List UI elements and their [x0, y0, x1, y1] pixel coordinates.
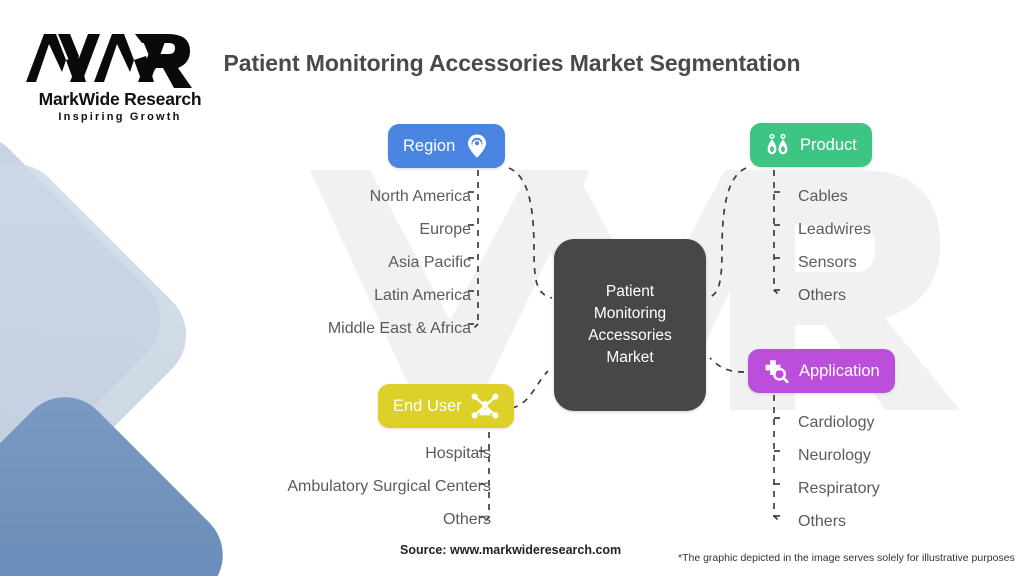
branch-badge-end-user[interactable]: End User [378, 384, 514, 428]
branch-item[interactable]: Neurology [798, 447, 871, 464]
branch-item[interactable]: Hospitals [425, 445, 491, 462]
branch-item[interactable]: Cables [798, 188, 848, 205]
branch-badge-region[interactable]: Region [388, 124, 506, 168]
branch-badge-application[interactable]: Application [748, 349, 895, 393]
disclaimer-label: *The graphic depicted in the image serve… [678, 552, 1015, 564]
branch-item[interactable]: Cardiology [798, 414, 875, 431]
branch-label-application: Application [799, 361, 880, 380]
branch-label-product: Product [800, 135, 857, 154]
branch-label-region: Region [403, 136, 456, 155]
mwr-monogram-icon [26, 34, 192, 88]
center-node[interactable]: Patient Monitoring Accessories Market [554, 239, 706, 411]
branch-item[interactable]: Others [798, 513, 847, 530]
center-node-label: Patient Monitoring Accessories Market [588, 283, 672, 366]
branch-items-end-user: Hospitals Ambulatory Surgical Centers Ot… [287, 437, 491, 536]
brand-tagline: Inspiring Growth [58, 111, 182, 123]
plus-magnifier-icon [765, 360, 789, 384]
branch-item[interactable]: Latin America [374, 287, 471, 304]
branch-items-application: Cardiology Neurology Respiratory Others [798, 406, 880, 538]
branch-label-end-user: End User [393, 396, 462, 415]
branch-items-product: Cables Leadwires Sensors Others [798, 180, 871, 312]
branch-item[interactable]: Others [798, 287, 847, 304]
branch-item[interactable]: Sensors [798, 254, 857, 271]
branch-badge-product[interactable]: Product [750, 123, 872, 167]
brand-logo: MarkWide Research Inspiring Growth [22, 30, 218, 123]
network-hub-icon [471, 393, 499, 419]
location-pin-gear-icon [468, 134, 487, 158]
branch-item[interactable]: Ambulatory Surgical Centers [287, 478, 491, 495]
branch-item[interactable]: Europe [419, 221, 471, 238]
page-title: Patient Monitoring Accessories Market Se… [223, 50, 801, 76]
brand-name: MarkWide Research [38, 89, 202, 109]
sensor-drops-icon [767, 133, 788, 155]
branch-item[interactable]: North America [369, 188, 471, 205]
source-label: Source: www.markwideresearch.com [400, 543, 622, 557]
branch-items-region: North America Europe Asia Pacific Latin … [328, 180, 471, 345]
branch-item[interactable]: Others [442, 511, 491, 528]
branch-item[interactable]: Asia Pacific [388, 254, 471, 271]
branch-item[interactable]: Leadwires [798, 221, 871, 238]
branch-item[interactable]: Middle East & Africa [327, 320, 471, 337]
branch-item[interactable]: Respiratory [798, 480, 880, 497]
